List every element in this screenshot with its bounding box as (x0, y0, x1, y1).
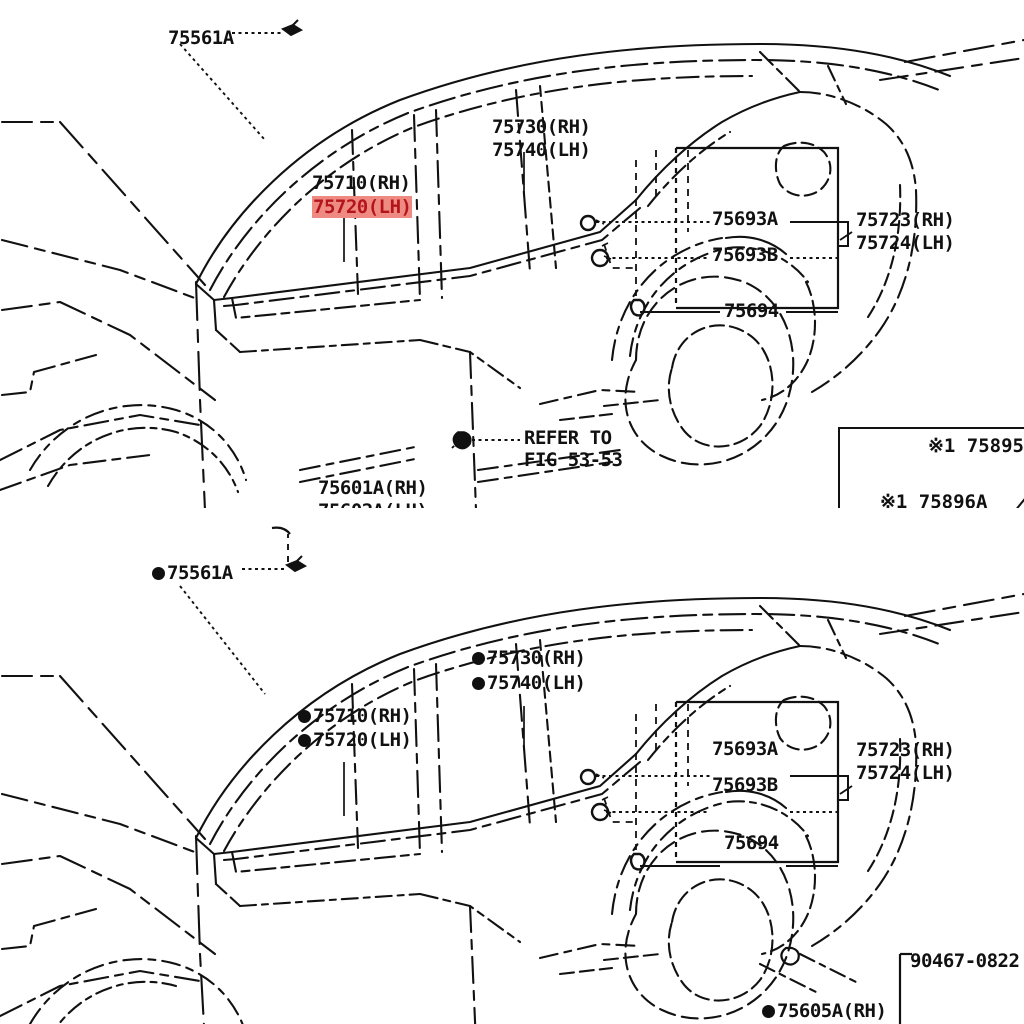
label-75602a-lh[interactable]: 75602A(LH) (318, 500, 428, 508)
bullet-marker-icon (298, 710, 311, 723)
label-75724-lh[interactable]: 75724(LH) (856, 762, 955, 784)
diagram-panel-top: ※1 75895 ※1 75896A 75561A 75730(RH) 7574… (0, 0, 1024, 508)
panel-divider (0, 508, 1024, 524)
label-75723-rh-text: 75723(RH) (856, 739, 955, 761)
label-75602a-lh-text: 75602A(LH) (318, 500, 428, 508)
label-75693b-text: 75693B (712, 244, 778, 266)
label-75720-lh[interactable]: 75720(LH) (298, 729, 412, 751)
label-75601a-rh[interactable]: 75601A(RH) (318, 477, 428, 499)
vehicle-line-art-top (0, 19, 1024, 508)
label-75724-lh-text: 75724(LH) (856, 232, 955, 254)
label-75694[interactable]: 75694 (724, 300, 779, 322)
label-75693a-text: 75693A (712, 208, 778, 230)
inset-note-box-frame (838, 427, 1024, 508)
label-75694[interactable]: 75694 (724, 832, 779, 854)
label-75601a-rh-text: 75601A(RH) (318, 477, 428, 499)
label-75730-rh[interactable]: 75730(RH) (492, 116, 591, 138)
label-refer-to: REFER TO (524, 427, 612, 449)
label-75605a-rh-text: 75605A(RH) (777, 1000, 887, 1022)
label-75561a[interactable]: 75561A (168, 27, 234, 49)
label-75730-rh-text: 75730(RH) (492, 116, 591, 138)
label-refer-to-text: REFER TO (524, 427, 612, 449)
label-75720-lh-text: 75720(LH) (313, 729, 412, 751)
label-75605a-rh[interactable]: 75605A(RH) (762, 1000, 887, 1022)
label-75710-rh-text: 75710(RH) (313, 705, 412, 727)
label-75694-text: 75694 (724, 832, 779, 854)
label-75693a[interactable]: 75693A (712, 738, 778, 760)
label-fig-5353-text: FIG 53-53 (524, 449, 623, 471)
label-75724-lh-text: 75724(LH) (856, 762, 955, 784)
bullet-marker-icon (152, 567, 165, 580)
label-90467-0822-text: 90467-0822 (910, 950, 1020, 972)
label-75693a-text: 75693A (712, 738, 778, 760)
label-75693b-text: 75693B (712, 774, 778, 796)
label-75693a[interactable]: 75693A (712, 208, 778, 230)
vehicle-line-art-bottom (0, 526, 1024, 1024)
label-75710-rh-text: 75710(RH) (312, 172, 411, 194)
inset-leader-icon (1008, 491, 1024, 508)
label-75693b[interactable]: 75693B (712, 244, 778, 266)
bullet-marker-icon (762, 1005, 775, 1018)
label-fig-5353: FIG 53-53 (524, 449, 623, 471)
label-75730-rh[interactable]: 75730(RH) (472, 647, 586, 669)
label-90467-0822[interactable]: 90467-0822 (910, 950, 1020, 972)
label-75723-rh[interactable]: 75723(RH) (856, 209, 955, 231)
label-75693b[interactable]: 75693B (712, 774, 778, 796)
label-75720-lh-highlighted[interactable]: 75720(LH) (312, 196, 413, 218)
label-75740-lh-text: 75740(LH) (487, 672, 586, 694)
label-75694-text: 75694 (724, 300, 779, 322)
bullet-marker-icon (472, 677, 485, 690)
bullet-marker-icon (298, 734, 311, 747)
label-75561a-text: 75561A (167, 562, 233, 584)
label-75720-lh-text: 75720(LH) (313, 196, 412, 218)
inset-line-75896a: ※1 75896A (880, 491, 988, 508)
label-75723-rh-text: 75723(RH) (856, 209, 955, 231)
label-75561a[interactable]: 75561A (152, 562, 233, 584)
inset-line-75895: ※1 75895 (928, 435, 1024, 457)
label-75740-lh-text: 75740(LH) (492, 139, 591, 161)
label-75740-lh[interactable]: 75740(LH) (492, 139, 591, 161)
label-75724-lh[interactable]: 75724(LH) (856, 232, 955, 254)
diagram-panel-bottom: 75561A 75730(RH) 75740(LH) 75710(RH) 757… (0, 524, 1024, 1024)
label-75710-rh[interactable]: 75710(RH) (312, 172, 411, 194)
label-75730-rh-text: 75730(RH) (487, 647, 586, 669)
label-75710-rh[interactable]: 75710(RH) (298, 705, 412, 727)
label-75740-lh-highlighted[interactable]: 75740(LH) (472, 672, 586, 694)
inset-note-box: ※1 75895 ※1 75896A (838, 427, 1024, 508)
label-75723-rh[interactable]: 75723(RH) (856, 739, 955, 761)
bullet-marker-icon (472, 652, 485, 665)
label-75561a-text: 75561A (168, 27, 234, 49)
